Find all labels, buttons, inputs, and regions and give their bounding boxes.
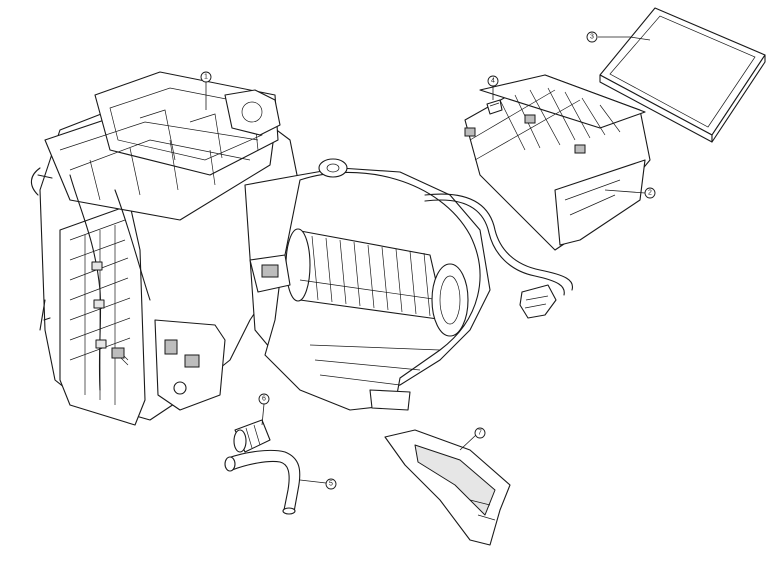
callout-6: 6	[258, 393, 270, 405]
callout-3: 3	[586, 31, 598, 43]
callout-label: 5	[329, 481, 333, 488]
callout-5: 5	[325, 478, 337, 490]
callout-1: 1	[200, 71, 212, 83]
callout-4: 4	[487, 75, 499, 87]
duct-cover-icon	[384, 429, 511, 546]
connector-icon	[233, 419, 271, 453]
leader-lines	[205, 36, 651, 484]
filter-housing-icon	[464, 74, 651, 251]
callout-label: 7	[478, 430, 482, 437]
callout-label: 2	[648, 190, 652, 197]
clip-icon	[486, 99, 503, 115]
callout-label: 4	[491, 78, 495, 85]
callout-label: 6	[262, 396, 266, 403]
callout-label: 3	[590, 34, 594, 41]
callout-7: 7	[474, 427, 486, 439]
hvac-housing-assembly-icon	[30, 71, 301, 426]
cabin-air-filter-icon	[599, 7, 766, 143]
blower-housing	[244, 158, 491, 411]
wiring-harness	[424, 193, 574, 319]
drain-hose-icon	[224, 449, 301, 515]
callout-2: 2	[644, 187, 656, 199]
callout-label: 1	[204, 74, 208, 81]
